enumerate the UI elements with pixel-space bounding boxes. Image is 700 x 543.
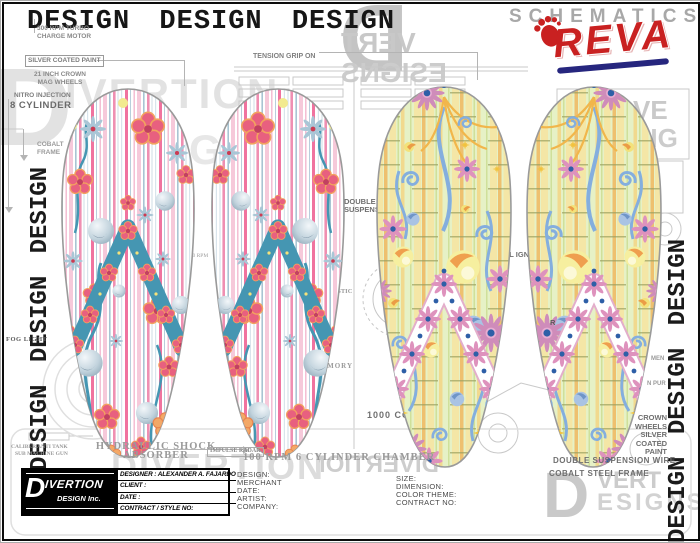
- page-title: DESIGN DESIGN DESIGN: [27, 7, 396, 37]
- right-fields: SIZE: DIMENSION: COLOR THEME: CONTRACT N…: [396, 475, 457, 507]
- leader-line: [153, 449, 243, 450]
- designer-row: DESIGNER : ALEXANDER A. FAJARDO: [118, 470, 236, 482]
- field-contract-no: CONTRACT NO:: [396, 498, 457, 507]
- leader-line: [319, 52, 477, 53]
- spec-steel-frame: COBALT STEEL FRAME: [549, 469, 650, 478]
- spec-mag-wheels: 21 INCH CROWN MAG WHEELS: [33, 71, 86, 86]
- spec-cobalt-frame: COBALT FRAME: [37, 141, 64, 156]
- logo-initial: D: [25, 472, 46, 503]
- spec-coated: COATED: [635, 438, 667, 448]
- watermark-d: D: [0, 46, 73, 169]
- spec-crown: CROWN: [637, 413, 667, 422]
- field-color-theme: COLOR THEME:: [396, 490, 457, 499]
- spec-tension-grip: TENSION GRIP ON: [253, 53, 316, 60]
- arrow-right: [243, 446, 249, 454]
- spec-impulse-radar: IMPULSE RADAR: [207, 447, 264, 457]
- leader-line: [477, 52, 478, 80]
- logo-line: [26, 473, 114, 474]
- spec-silver: SILVER: [640, 430, 667, 440]
- contract-row: CONTRACT / STYLE NO:: [120, 504, 194, 512]
- side-title-right: DESIGN DESIGN DESIGN: [665, 238, 692, 543]
- spec-1000-cc: 1000 CC: [367, 410, 410, 420]
- left-flipflop-pair: [53, 83, 353, 463]
- spec-silver-paint: SILVER COATED PAINT: [25, 55, 104, 67]
- spec-wheels: WHEELS: [634, 421, 667, 431]
- leader-line: [34, 19, 35, 33]
- spec-100-rpm: 100 RPM: [187, 253, 209, 259]
- spec-men-fragment: MEN: [651, 356, 665, 362]
- watermark-br-vert: VERT: [597, 467, 662, 494]
- logo-name: IVERTION: [44, 479, 104, 491]
- side-title-left: DESIGN DESIGN DESIGN: [27, 166, 54, 471]
- watermark-br-d: D: [543, 459, 590, 531]
- spec-suspension-wire: DOUBLE SUSPENSION WIRE: [553, 456, 676, 465]
- field-size: SIZE:: [396, 474, 417, 483]
- logo-subtitle: DESIGN Inc.: [57, 494, 101, 503]
- spec-machine-gun: SUB MACHINE GUN: [15, 451, 68, 457]
- spec-right-column: CROWN WHEELS SILVER COATED PAINT: [593, 413, 667, 457]
- logo-line: [26, 508, 114, 509]
- spec-fog-light: FOG LIGHT: [6, 336, 48, 343]
- center-fields: DESIGN: MERCHANT DATE: ARTIST: COMPANY:: [237, 471, 282, 511]
- leader-line: [8, 99, 9, 207]
- field-dimension: DIMENSION:: [396, 482, 444, 491]
- title-block-rows: DESIGNER : ALEXANDER A. FAJARDO CLIENT :…: [117, 470, 236, 514]
- field-merchant: MERCHANT: [237, 478, 282, 487]
- spec-hydraulic-1: HYDRAULIC SHOCK: [95, 441, 217, 452]
- footprint-icon: [534, 15, 561, 47]
- date-row: DATE :: [118, 493, 236, 504]
- spec-double-suspension: DOUBLE SUSPENSION: [344, 197, 394, 214]
- field-artist: ARTIST:: [237, 494, 267, 503]
- spec-chamber: 100 RPM 6 CYLINDER CHAMBER: [243, 452, 436, 463]
- field-design: DESIGN:: [237, 470, 270, 479]
- leader-line: [184, 60, 185, 86]
- arrow-down: [5, 207, 13, 213]
- spec-hydraulic-2: ABSORBER: [123, 450, 189, 461]
- divertion-logo: D IVERTION DESIGN Inc.: [23, 470, 117, 514]
- field-company: COMPANY:: [237, 502, 279, 511]
- arrow-down: [20, 155, 28, 161]
- leader-line: [97, 60, 185, 61]
- spec-pur-fragment: N PUR: [647, 381, 666, 387]
- field-date: DATE:: [237, 486, 261, 495]
- spec-paint: PAINT: [645, 447, 667, 457]
- title-block: D IVERTION DESIGN Inc. DESIGNER : ALEXAN…: [21, 468, 236, 516]
- spec-caliber: CALIBER ANTI TANK: [11, 444, 68, 450]
- right-flipflop-pair: [369, 81, 669, 473]
- leader-line: [23, 129, 24, 155]
- spec-dual-ignition: DUAL IGNITION: [493, 250, 550, 259]
- spec-r-fragment: R: [550, 318, 556, 327]
- spec-nitro: NITRO INJECTION: [14, 92, 71, 99]
- spec-turbo: 300 RPM TURBO CHARGE MOTOR: [37, 25, 92, 40]
- watermark-br-esigns: ESIGNS: [597, 489, 700, 516]
- spec-armory: ARMORY: [315, 362, 354, 370]
- client-row: CLIENT :: [118, 481, 236, 493]
- spec-8-cylinder: 8 CYLINDER: [10, 100, 72, 111]
